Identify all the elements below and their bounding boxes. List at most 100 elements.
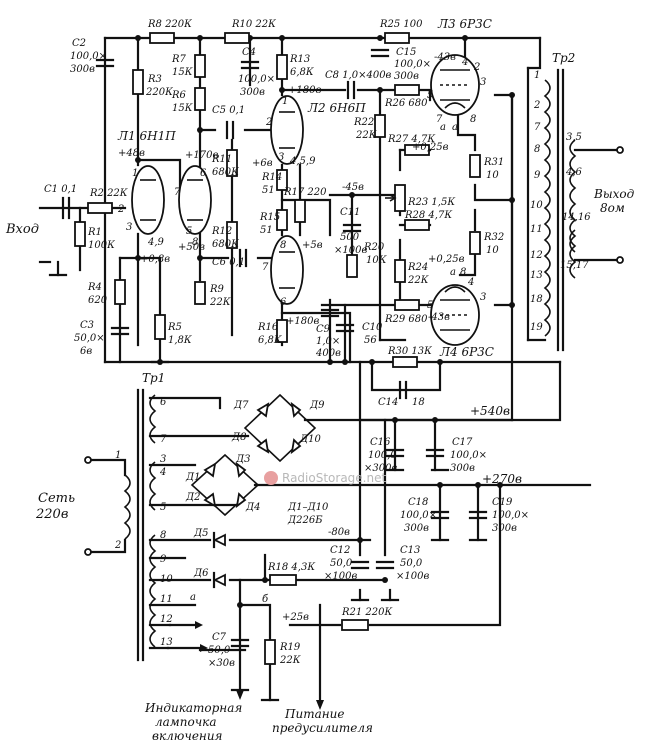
tube-l2 [270,95,304,305]
components-r29-label: R29 680 [384,314,428,325]
components-d2-label: Д2 [185,492,201,503]
output-label-2: 8ом [600,201,625,215]
components-c11-b-label: 500 [340,232,360,243]
tube-l1-label: Л1 6Н1П [117,129,176,143]
resistors [74,32,481,665]
pins-l4-g2-label: 4 [467,277,474,288]
pins-tr2-2-label: 2 [533,100,540,111]
components-c15-a-label: C15 [396,47,416,58]
r14-resistor [276,169,288,191]
pins-tr2-11-label: 11 [530,224,543,235]
components-r3-a-label: R3 [147,74,162,85]
r22-resistor [374,114,386,138]
nodes-a-bottom-label: а [190,592,196,603]
components-r13-b-label: 6,8К [290,67,314,78]
pins-l1-a2-label: 6 [200,168,207,179]
r9-resistor [194,281,206,305]
components-r4-b-label: 620 [88,295,108,306]
components-c6-label: C6 0,1 [212,257,245,268]
components-r16-b-label: 6,8К [258,335,282,346]
components-r17-label: R17 220 [283,187,327,198]
components-d3-label: Д3 [235,454,251,465]
pins-tr1-8-label: 8 [160,530,166,541]
components-c2-c-label: 300в [70,64,95,75]
pins-l4-h-label: а [450,267,456,278]
r6-resistor [194,87,206,111]
pins-l3-g1-label: 5 [427,90,433,101]
pins-tr1-13-label: 13 [160,637,173,648]
components-r10-label: R10 22К [231,19,276,30]
components-c18-c-label: 300в [404,523,429,534]
watermark-text: RadioStorage.net [282,471,386,485]
components-r27-label: R27 4,7К [387,134,435,145]
mains-label-2: 220в [35,507,68,522]
pins-tr2-1517-label: 15,17 [560,260,589,271]
components-d9-label: Д9 [309,400,325,411]
components-r14-b-label: 51 [262,185,275,196]
r5-resistor [154,314,166,340]
pins-l1-k-label: 3 [126,222,132,233]
pins-tr2-46-label: 4,6 [565,167,583,178]
components-d7-label: Д7 [233,400,249,411]
r17-resistor [294,199,306,223]
input-label: Вход [5,222,39,237]
voltages-v-l2-anode-bot-label: +180в [286,316,319,327]
pins-l2-a2-label: 6 [280,297,287,308]
pins-l1-h-label: 5 [186,226,192,237]
pins-tr1-2-label: 2 [114,540,121,551]
components-c4-c-label: 300в [240,87,265,98]
preamp-label-1: Питание [284,707,344,721]
components-r12-a-label: R12 [211,226,232,237]
components-r15-b-label: 51 [260,225,273,236]
components-c16-b-label: 100,0 [368,450,397,461]
pins-l1-h2-label: 4,9 [147,237,165,248]
pins-tr1-7-label: 7 [160,434,167,445]
components-c11-a-label: C11 [340,207,360,218]
diodes-d5-d6 [212,531,226,589]
components-r7-b-label: 15К [172,67,193,78]
pins-l2-g1-label: 2 [265,117,272,128]
psu-wiring [86,360,592,702]
output-transformer [543,68,624,352]
components-r19-a-label: R19 [279,642,301,653]
junction-dots [135,35,515,608]
ground-symbols [48,273,488,702]
voltages-v-l2-cath2-label: +5в [302,240,323,251]
components-r22-b-label: 22К [355,130,377,141]
components-r20-a-label: R20 [363,242,385,253]
r26-resistor [394,84,420,96]
voltages-v-l1-anode-label: +48в [118,148,145,159]
components-r31-b-label: 10 [486,170,499,181]
components-r4-a-label: R4 [87,282,102,293]
components-d6-label: Д6 [193,568,209,579]
pins-l3-a-label: 3 [480,77,486,88]
components-r11-a-label: R11 [211,154,232,165]
r20-resistor [346,254,358,278]
components-c18-a-label: C18 [408,497,428,508]
components-r19-b-label: 22К [279,655,301,666]
components-c9-c-label: 400в [315,348,341,359]
components-d4-label: Д4 [245,502,261,513]
nodes-b-bottom-label: б [262,594,269,605]
components-c11-c-label: ×100в [334,245,367,256]
diodes-label-2: Д226Б [287,515,323,526]
r11-resistor [226,149,238,177]
components-c3-b-label: 50,0× [74,333,105,344]
pins-tr1-6-label: 6 [160,397,167,408]
power-transformer [84,388,157,662]
tube-l2-label: Л2 6Н6П [307,101,366,115]
components-c10-a-label: C10 [362,322,383,333]
components-r2-label: R2 22К [89,188,128,199]
indicator-label-2: лампочка [155,715,216,729]
pins-l1-a-label: 1 [132,168,138,179]
nodes-a-top-label: а [440,122,446,133]
voltages-v-l2-grid1-label: +170в [185,150,218,161]
pins-tr2-19-label: 19 [530,322,543,333]
components-c16-a-label: C16 [370,437,391,448]
components-r32-b-label: 10 [486,245,499,256]
r32-resistor [469,231,481,255]
components-d1-label: Д1 [185,472,201,483]
voltages-v-l3-g1-label: -43в [434,52,456,63]
text-labels: Вход Выход 8ом Сеть 220в Индикаторная ла… [5,17,635,743]
indicator-label-1: Индикаторная [144,701,242,715]
